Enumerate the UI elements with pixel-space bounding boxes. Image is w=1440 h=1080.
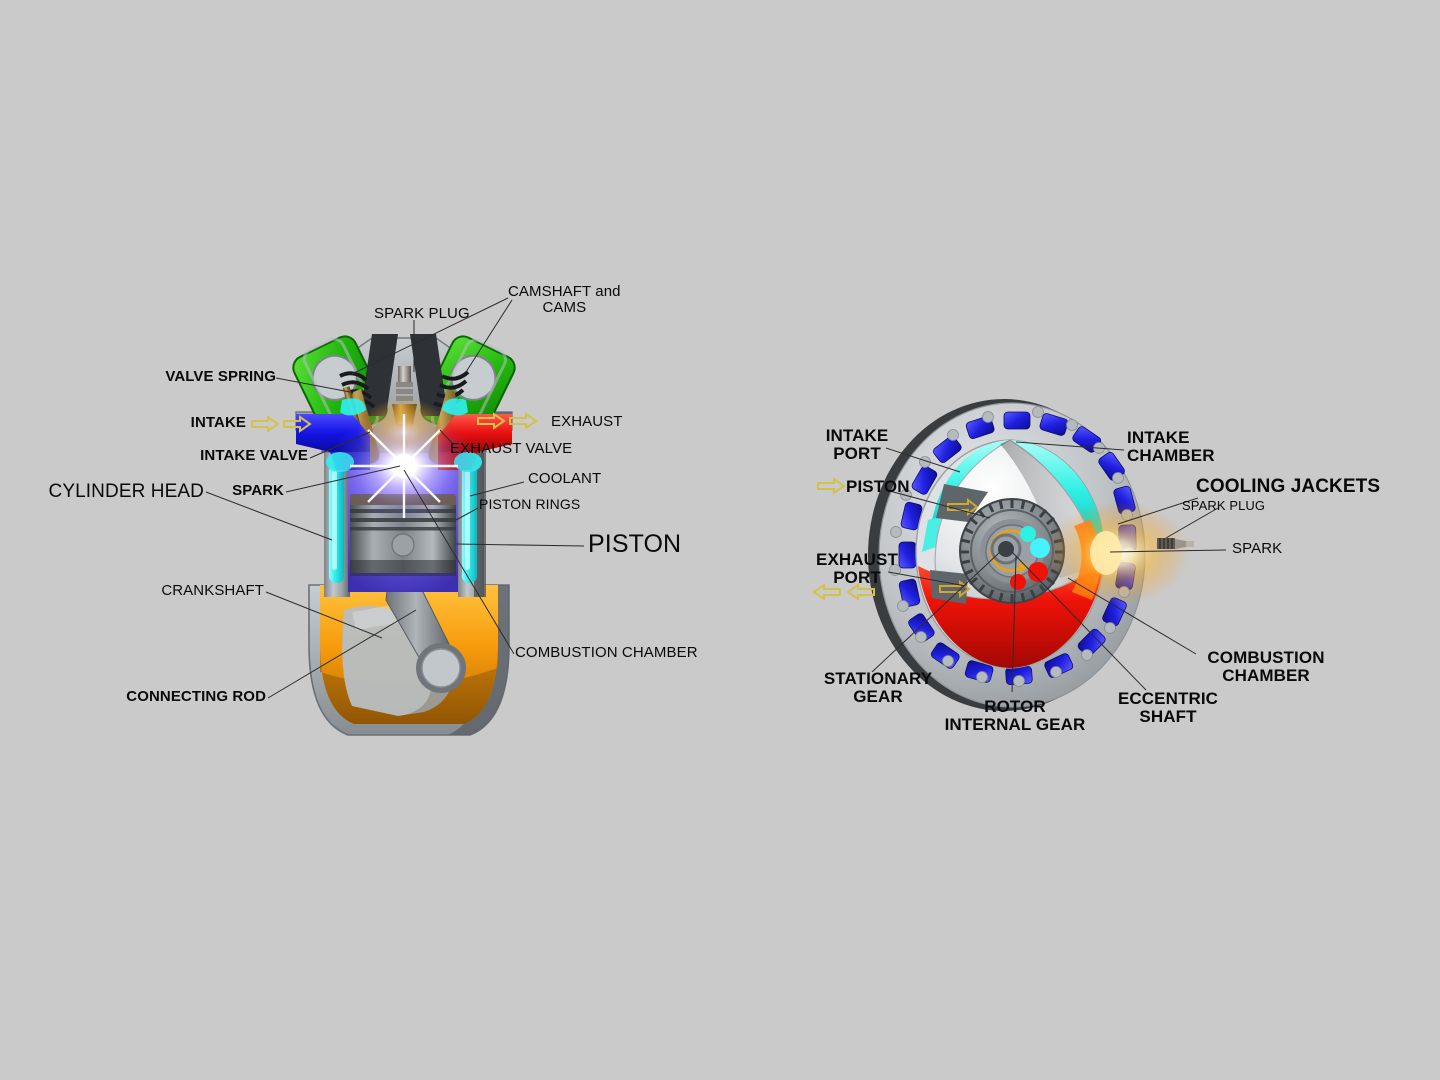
leader-spark-rotary	[1109, 549, 1227, 553]
rotary-spark-plug	[1157, 538, 1194, 549]
rotary-exhaust-arrows	[812, 583, 875, 601]
leader-camshaft-right	[465, 299, 513, 373]
label-rotary-eccentric-shaft: ECCENTRIC SHAFT	[1117, 689, 1219, 726]
label-rotary-exhaust-port: EXHAUST PORT	[816, 550, 898, 587]
leader-cylinder-head	[205, 491, 333, 541]
head-coolant-pocket-right	[442, 398, 468, 416]
label-cylinder-head: CYLINDER HEAD	[48, 481, 204, 502]
leader-lines	[205, 297, 1227, 699]
eccentric-shaft-hub	[990, 533, 1022, 565]
leader-exhaust-port	[887, 571, 967, 587]
gear-coolant-blob-1	[1020, 526, 1036, 542]
crank-pin-bore	[422, 649, 460, 687]
label-spark: SPARK	[232, 482, 284, 499]
head-coolant-pocket-left	[340, 398, 366, 416]
exhaust-flow-arrows	[477, 412, 538, 430]
piston-ring-3	[350, 527, 456, 531]
label-rotary-spark-plug: SPARK PLUG	[1182, 498, 1266, 513]
label-exhaust: EXHAUST	[551, 413, 623, 430]
leader-connecting-rod	[267, 609, 417, 699]
leader-stationary-gear	[871, 551, 1001, 673]
label-rotary-intake-port: INTAKE PORT	[825, 426, 889, 463]
label-intake-valve: INTAKE VALVE	[200, 447, 308, 464]
label-coolant: COOLANT	[528, 470, 602, 487]
label-piston-rings: PISTON RINGS	[479, 496, 581, 512]
leader-camshaft-left	[351, 297, 509, 375]
piston-engine-artwork	[251, 334, 538, 736]
gear-hot-blob-2	[1010, 574, 1026, 590]
label-rotary-spark: SPARK	[1232, 540, 1283, 557]
label-spark-plug: SPARK PLUG	[374, 305, 470, 322]
leader-intake-port	[885, 447, 961, 473]
label-rotary-piston: PISTON	[846, 477, 910, 496]
crankshaft-highlight	[352, 604, 404, 630]
leader-piston-rings	[455, 507, 479, 521]
label-exhaust-valve: EXHAUST VALVE	[450, 440, 573, 457]
leader-combustion-chamber	[403, 469, 515, 655]
label-rotary-intake-chamber: INTAKE CHAMBER	[1127, 428, 1215, 465]
coolant-passage-left-highlight	[332, 470, 337, 570]
eccentric-shaft	[998, 541, 1014, 557]
leader-piston	[455, 543, 585, 547]
label-valve-spring: VALVE SPRING	[165, 368, 276, 385]
label-combustion-chamber: COMBUSTION CHAMBER	[515, 644, 698, 661]
label-rotary-rotor-internal-gear: ROTOR INTERNAL GEAR	[944, 697, 1086, 734]
intake-flow-arrows	[251, 415, 312, 433]
leader-valve-spring	[275, 377, 351, 393]
rotary-intake-arrow	[817, 477, 846, 495]
label-rotary-cooling-jackets: COOLING JACKETS	[1196, 476, 1381, 497]
leader-intake-chamber	[1015, 441, 1125, 451]
rotary-spark-core	[1090, 531, 1122, 575]
gear-coolant-blob-2	[1030, 538, 1050, 558]
leader-spark-plug-rotary	[1165, 507, 1219, 539]
label-connecting-rod: CONNECTING ROD	[126, 688, 266, 705]
leader-exhaust-valve	[439, 429, 453, 444]
crank-pin-bore-inner	[421, 648, 461, 688]
rotary-engine-artwork	[812, 399, 1194, 711]
spark-flash	[330, 410, 478, 522]
leader-combustion-chamber-rotary	[1067, 577, 1197, 655]
label-camshaft-and-cams: CAMSHAFT and CAMS	[508, 283, 621, 316]
label-crankshaft: CRANKSHAFT	[161, 582, 264, 599]
leader-rotor-internal-gear	[1011, 555, 1017, 693]
gear-hot-blob-1	[1028, 562, 1048, 582]
leader-rotary-piston	[885, 489, 991, 519]
leader-crankshaft	[265, 591, 383, 639]
leader-intake-valve	[309, 431, 371, 459]
leader-eccentric-shaft	[1011, 551, 1147, 691]
label-rotary-combustion-chamber: COMBUSTION CHAMBER	[1207, 648, 1325, 685]
piston-pin-bore	[391, 533, 415, 557]
label-rotary-stationary-gear: STATIONARY GEAR	[823, 669, 933, 706]
leader-cooling-jackets	[1117, 497, 1199, 525]
piston-skirt-shadow	[350, 560, 456, 576]
label-intake: INTAKE	[190, 414, 246, 431]
leader-spark	[285, 465, 401, 493]
label-piston: PISTON	[588, 530, 682, 558]
leader-coolant	[469, 481, 525, 497]
